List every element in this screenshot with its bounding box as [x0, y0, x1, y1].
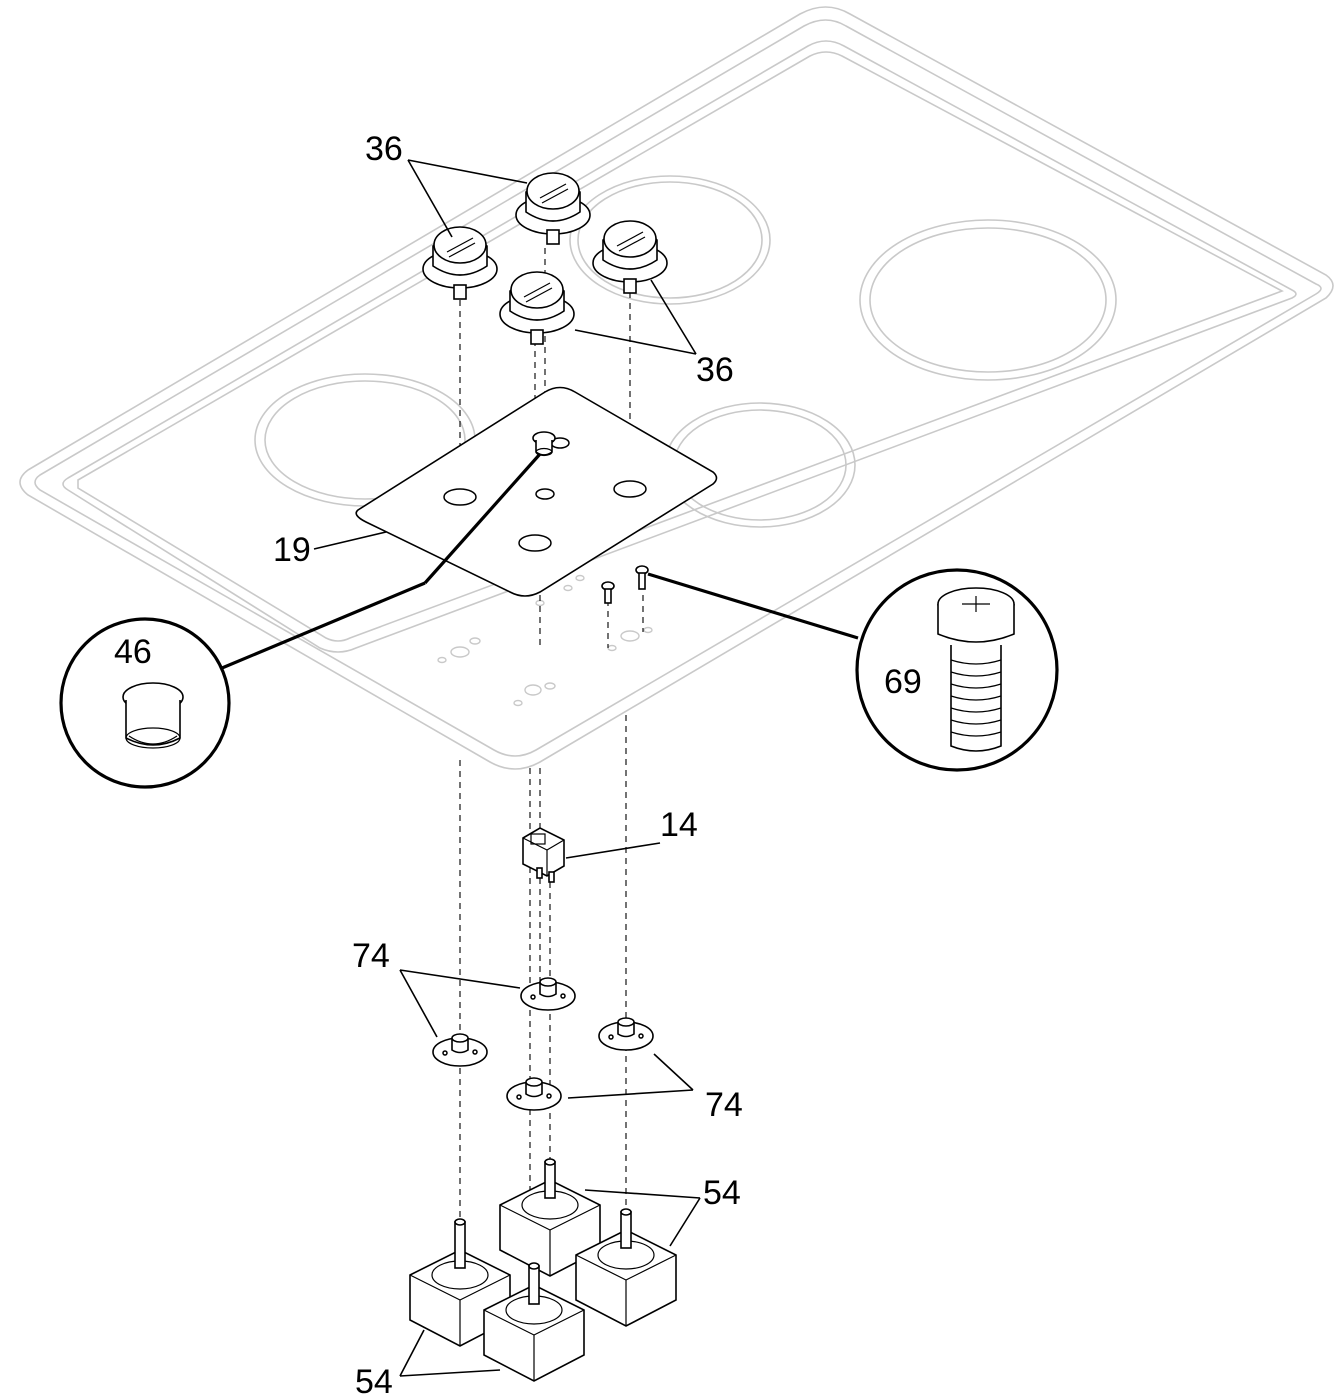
valve-front: [483, 1262, 585, 1382]
cooktop-glass: [19, 6, 1334, 770]
label-14: 14: [660, 806, 698, 844]
part-labels: 36 36 19 46 69 14 74 74 54 54: [114, 130, 922, 1398]
screw-small-left: [601, 581, 615, 604]
label-36-right: 36: [696, 351, 734, 389]
label-74-right: 74: [705, 1086, 743, 1124]
mount-disc-1: [520, 977, 576, 1011]
callout-screw-detail: [647, 568, 1059, 772]
valve-back: [499, 1158, 601, 1277]
label-36-top: 36: [365, 130, 403, 168]
control-plate: [355, 386, 718, 597]
plug-small: [532, 431, 556, 457]
label-54-right: 54: [703, 1174, 741, 1212]
switch-part: [522, 827, 565, 883]
knob-right: [592, 220, 668, 294]
knob-left: [422, 226, 498, 300]
screw-small-right: [635, 565, 649, 590]
label-74-left: 74: [352, 937, 390, 975]
label-46: 46: [114, 633, 152, 671]
label-54-bottom: 54: [355, 1363, 393, 1398]
callout-plug-detail: [59, 452, 542, 789]
valve-right: [575, 1208, 677, 1327]
knob-front: [499, 271, 575, 345]
mount-disc-4: [506, 1077, 562, 1111]
label-19: 19: [273, 531, 311, 569]
leader-lines: [313, 159, 701, 1377]
knob-back: [515, 172, 591, 245]
mount-disc-3: [598, 1017, 654, 1051]
mount-disc-2: [432, 1033, 488, 1067]
label-69: 69: [884, 663, 922, 701]
